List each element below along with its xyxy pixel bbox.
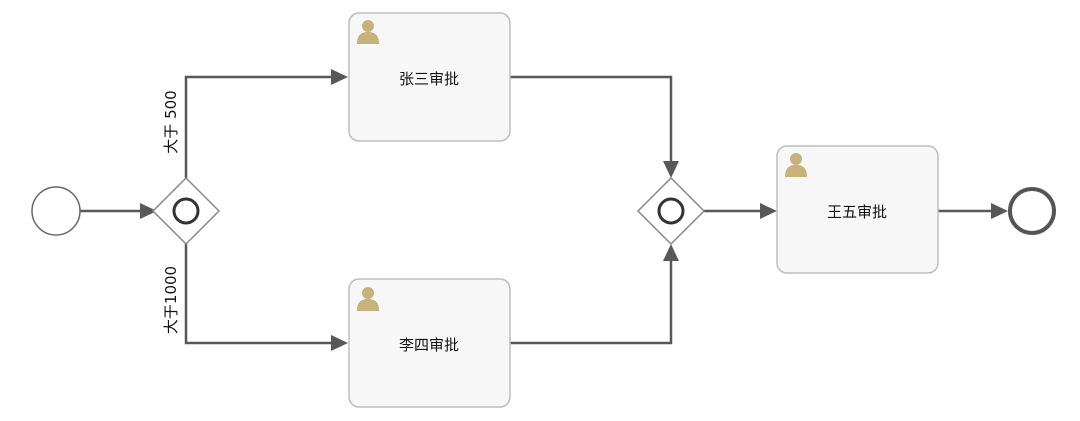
lower-flow-condition-label: 大于1000 <box>162 266 180 334</box>
inclusive-gateway-icon <box>657 197 685 225</box>
user-icon <box>785 153 807 177</box>
end-event[interactable] <box>1008 187 1056 235</box>
task-label: 李四审批 <box>399 336 459 354</box>
flow-zhang-san-to-merge[interactable] <box>510 75 673 165</box>
task-label: 王五审批 <box>827 203 887 221</box>
flow-split-to-zhang-san[interactable] <box>184 75 336 178</box>
task-li-si[interactable]: 李四审批 <box>348 278 511 408</box>
inclusive-gateway-icon <box>172 197 200 225</box>
flow-li-si-to-merge[interactable] <box>510 257 673 345</box>
user-icon <box>357 287 379 311</box>
arrowhead <box>331 335 348 351</box>
flow-split-to-li-si[interactable] <box>184 244 336 345</box>
user-icon <box>357 20 379 44</box>
arrowhead <box>991 203 1008 219</box>
task-label: 张三审批 <box>399 70 459 88</box>
merge-gateway[interactable] <box>636 176 706 246</box>
task-wang-wu[interactable]: 王五审批 <box>776 145 939 274</box>
task-zhang-san[interactable]: 张三审批 <box>348 12 511 142</box>
arrowhead <box>663 244 679 261</box>
upper-flow-condition-label: 大于 500 <box>162 90 180 153</box>
arrowhead <box>140 203 157 219</box>
sequence-flows <box>80 69 1008 351</box>
start-event[interactable] <box>31 186 81 236</box>
arrowhead <box>760 203 777 219</box>
arrowhead <box>663 161 679 178</box>
split-gateway[interactable] <box>151 176 221 246</box>
arrowhead <box>331 69 348 85</box>
